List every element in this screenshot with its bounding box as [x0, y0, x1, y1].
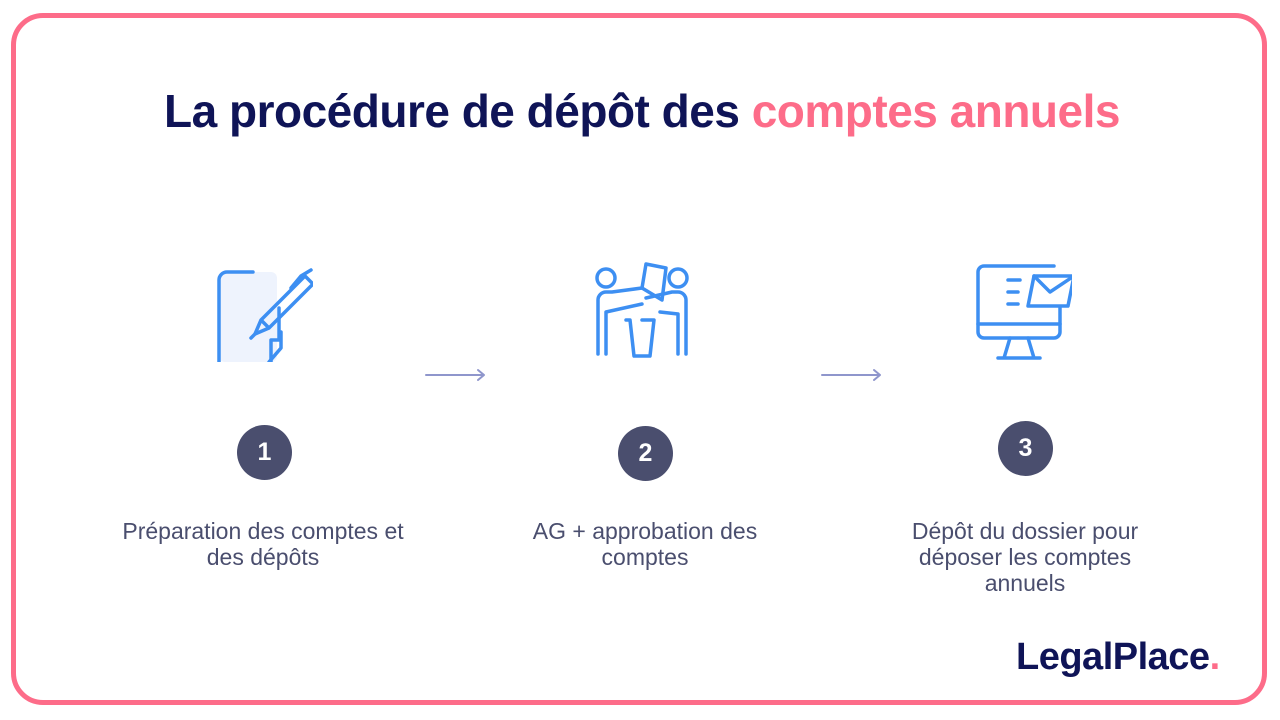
step-label-line: des dépôts: [206, 544, 320, 570]
logo-text: LegalPlace: [1016, 636, 1210, 678]
page-title: La procédure de dépôt des comptes annuel…: [0, 84, 1280, 138]
meeting-people-icon: [595, 262, 689, 358]
card-border: [11, 13, 1267, 705]
step-label-line: annuels: [984, 570, 1066, 596]
arrow-right-icon: [425, 369, 485, 381]
step-label-line: AG + approbation des: [532, 518, 758, 544]
arrow-right-icon: [821, 369, 881, 381]
title-main: La procédure de dépôt des: [164, 85, 752, 137]
legalplace-logo: LegalPlace.: [1016, 636, 1220, 679]
step-label-line: Dépôt du dossier pour: [911, 518, 1139, 544]
step-label-line: déposer les comptes: [918, 544, 1132, 570]
computer-mail-icon: [976, 264, 1072, 360]
step-number-badge: 1: [237, 425, 292, 480]
step-label-line: comptes: [601, 544, 689, 570]
step-label: Préparation des comptes et des dépôts: [83, 518, 443, 570]
document-pen-icon: [217, 268, 313, 362]
step-label: Dépôt du dossier pour déposer les compte…: [845, 518, 1205, 596]
title-accent: comptes annuels: [751, 85, 1121, 137]
logo-dot: .: [1209, 636, 1221, 678]
step-number-badge: 3: [998, 421, 1053, 476]
step-label-line: Préparation des comptes et: [122, 518, 404, 544]
step-number-badge: 2: [618, 426, 673, 481]
step-label: AG + approbation des comptes: [465, 518, 825, 570]
